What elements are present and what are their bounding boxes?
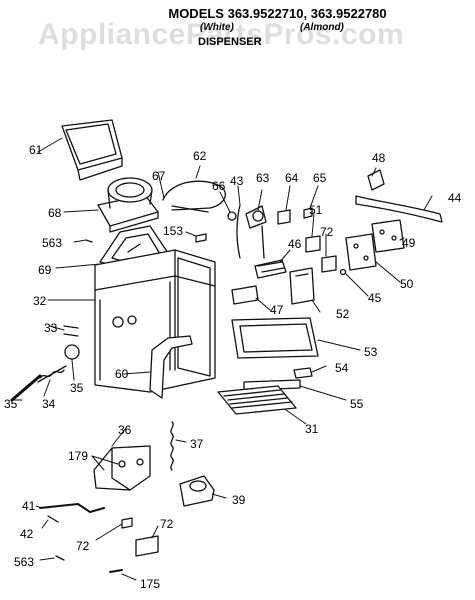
callout-41: 41 (22, 499, 36, 513)
callout-35-pin: 35 (4, 397, 18, 411)
part-arm (355, 169, 443, 223)
part-connector-b (135, 535, 159, 557)
callout-65: 65 (313, 171, 327, 185)
part-screw-175 (109, 569, 123, 573)
callout-64: 64 (285, 171, 299, 185)
part-housing (94, 249, 216, 393)
callout-51: 51 (309, 203, 323, 217)
callout-42: 42 (20, 527, 34, 541)
callout-60: 60 (115, 367, 129, 381)
part-switches (231, 235, 337, 305)
callout-175: 175 (140, 577, 161, 591)
callout-52: 52 (336, 307, 350, 321)
callout-54: 54 (335, 361, 349, 375)
callout-72-right: 72 (160, 517, 174, 531)
callout-44: 44 (448, 191, 462, 205)
callout-53: 53 (364, 345, 378, 359)
part-grille (217, 385, 297, 415)
callout-72-mid: 72 (76, 539, 90, 553)
watermark: AppliancePartsPros.com (38, 18, 405, 51)
part-box (289, 267, 315, 305)
part-clip (293, 367, 313, 379)
part-screw-563-top (85, 239, 93, 243)
leader-lines (13, 137, 433, 581)
callout-46: 46 (288, 237, 302, 251)
part-screw-563-bottom (55, 555, 65, 561)
callout-50: 50 (400, 277, 414, 291)
almond-note: (Almond) (300, 22, 344, 33)
callout-55: 55 (350, 397, 364, 411)
part-bracket (93, 445, 151, 491)
callout-43: 43 (230, 174, 244, 188)
callout-62: 62 (193, 149, 207, 163)
callout-48: 48 (372, 151, 386, 165)
callout-63: 63 (256, 171, 270, 185)
part-spring-wire (162, 180, 226, 213)
part-tray (61, 119, 123, 181)
callout-61: 61 (29, 143, 43, 157)
callout-563-top: 563 (42, 236, 63, 250)
callout-37: 37 (190, 437, 204, 451)
callout-35-knob: 35 (70, 381, 84, 395)
callout-39: 39 (232, 493, 246, 507)
part-spring-37 (170, 421, 174, 471)
callout-47: 47 (270, 303, 284, 317)
callout-36: 36 (118, 423, 132, 437)
page-title: MODELS 363.9522710, 363.9522780 (168, 6, 387, 21)
callout-31: 31 (305, 422, 319, 436)
callout-69: 69 (38, 263, 52, 277)
part-screw-153 (195, 233, 207, 243)
part-connector-a (121, 517, 133, 529)
callout-66: 66 (212, 179, 226, 193)
part-lever (149, 335, 193, 399)
callout-34: 34 (42, 397, 56, 411)
subtitle: DISPENSER (198, 36, 262, 48)
part-chute-top (97, 177, 159, 233)
callout-68: 68 (48, 206, 62, 220)
callout-33: 33 (44, 321, 58, 335)
part-plates (339, 219, 405, 276)
callout-49: 49 (402, 236, 416, 250)
callout-179: 179 (68, 449, 89, 463)
part-motor (179, 475, 215, 507)
callout-32: 32 (33, 294, 47, 308)
callout-563-bottom: 563 (14, 555, 35, 569)
callout-153: 153 (163, 224, 184, 238)
callout-45: 45 (368, 291, 382, 305)
callout-72-top: 72 (320, 225, 334, 239)
part-frame (231, 317, 319, 359)
callout-67: 67 (152, 169, 166, 183)
part-solenoid-group (227, 204, 313, 259)
white-note: (White) (200, 22, 234, 33)
part-small-left (10, 325, 80, 402)
part-linkage (39, 503, 105, 523)
